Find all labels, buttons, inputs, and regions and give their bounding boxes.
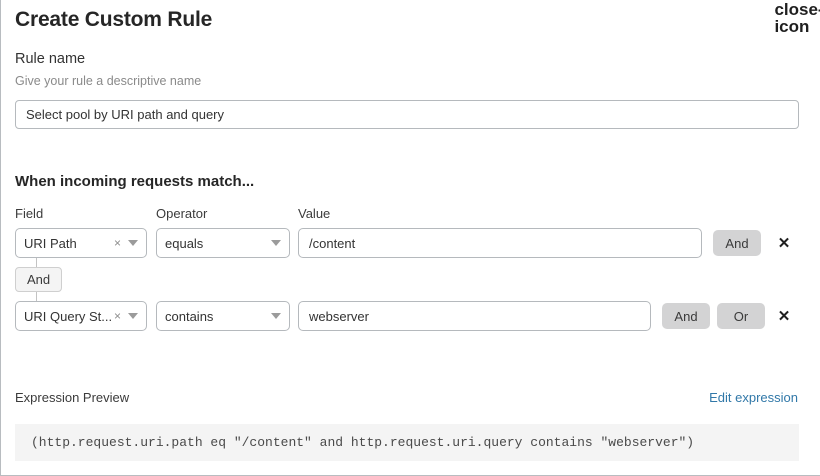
chevron-down-icon-field-row-2[interactable] bbox=[128, 313, 138, 319]
page-title: Create Custom Rule bbox=[15, 8, 213, 31]
chevron-down-icon-operator-row-1[interactable] bbox=[271, 240, 281, 246]
field-select-value-row-2: URI Query St... bbox=[24, 308, 112, 324]
or-button-row-2[interactable]: Or bbox=[717, 303, 765, 329]
delete-condition-icon-row-2[interactable]: ✕ bbox=[777, 307, 791, 325]
value-input-row-1[interactable]: /content bbox=[298, 228, 702, 258]
field-select-row-1[interactable]: URI Path × bbox=[15, 228, 147, 258]
chevron-down-icon-operator-row-2[interactable] bbox=[271, 313, 281, 319]
chevron-down-icon-field-row-1[interactable] bbox=[128, 240, 138, 246]
column-header-field: Field bbox=[15, 206, 44, 221]
connector-and-chip[interactable]: And bbox=[15, 267, 63, 292]
operator-select-value-row-1: equals bbox=[165, 235, 204, 251]
edit-expression-link[interactable]: Edit expression bbox=[709, 390, 798, 405]
connector-line-top bbox=[36, 258, 37, 268]
rule-name-input[interactable] bbox=[15, 100, 799, 129]
operator-select-row-2[interactable]: contains bbox=[156, 301, 290, 331]
expression-preview-label: Expression Preview bbox=[15, 390, 130, 405]
and-button-row-1[interactable]: And bbox=[713, 230, 761, 256]
column-header-value: Value bbox=[298, 206, 331, 221]
and-button-row-2[interactable]: And bbox=[662, 303, 710, 329]
column-header-operator: Operator bbox=[156, 206, 208, 221]
rule-name-help-text: Give your rule a descriptive name bbox=[15, 74, 202, 88]
close-icon[interactable]: close-icon bbox=[774, 0, 820, 36]
connector-line-bottom bbox=[36, 292, 37, 301]
value-input-row-2[interactable]: webserver bbox=[298, 301, 651, 331]
match-section-title: When incoming requests match... bbox=[15, 173, 255, 190]
value-input-text-row-2: webserver bbox=[309, 308, 369, 324]
operator-select-row-1[interactable]: equals bbox=[156, 228, 290, 258]
clear-icon-field-row-2[interactable]: × bbox=[113, 309, 121, 323]
field-select-row-2[interactable]: URI Query St... × bbox=[15, 301, 147, 331]
expression-preview-code: (http.request.uri.path eq "/content" and… bbox=[15, 424, 799, 461]
delete-condition-icon-row-1[interactable]: ✕ bbox=[777, 234, 791, 252]
clear-icon-field-row-1[interactable]: × bbox=[113, 236, 121, 250]
value-input-text-row-1: /content bbox=[309, 235, 356, 251]
operator-select-value-row-2: contains bbox=[165, 308, 214, 324]
field-select-value-row-1: URI Path bbox=[24, 235, 77, 251]
rule-name-label: Rule name bbox=[15, 51, 86, 67]
